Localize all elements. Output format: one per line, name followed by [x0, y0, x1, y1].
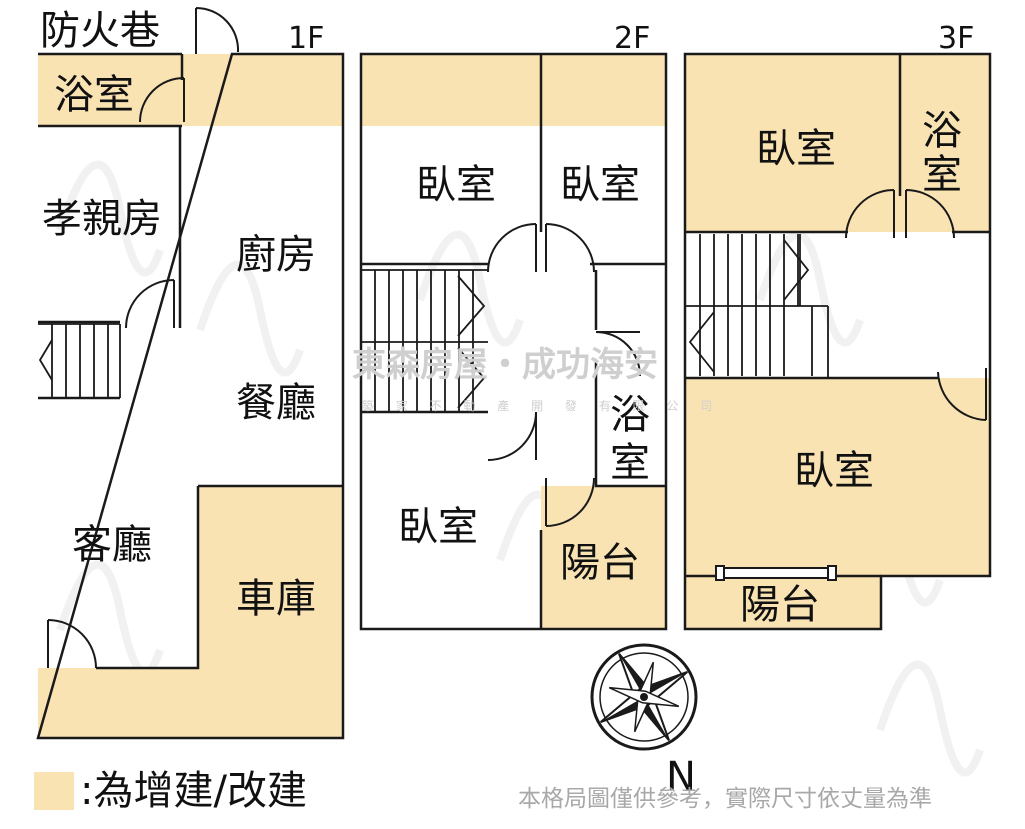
wall-1f-outer [36, 52, 345, 740]
room-dining: 餐廳 [236, 380, 316, 426]
balcony-3f-fill [685, 576, 881, 629]
garage-fill [38, 486, 343, 738]
watermark-company: 東森房屋・成功海安 [352, 345, 658, 385]
room-2f-bedroom-b: 臥室 [560, 162, 640, 208]
room-2f-bath-char1: 浴 [610, 392, 650, 438]
floor-label-2f: 2F [614, 21, 650, 56]
window-3f-balcony [719, 567, 833, 579]
room-3f-bath-char2: 室 [922, 152, 962, 198]
room-3f-balcony: 陽台 [740, 582, 820, 628]
legend-text: :為增建/改建 [80, 768, 307, 814]
floor-label-3f: 3F [938, 21, 974, 56]
room-2f-bedroom-c: 臥室 [398, 504, 478, 550]
legend-swatch [34, 772, 74, 810]
stairs-3f [685, 234, 829, 378]
door-2f-bedroom-b [545, 223, 595, 273]
watermark: 東森房屋・成功海安 築 家 不 動 產 開 發 有 限 公 司 [352, 345, 721, 413]
wall-garage [96, 484, 343, 670]
bath-1f-fill [38, 54, 182, 126]
room-3f-bedroom-b: 臥室 [794, 448, 874, 494]
door-3f-bedroom-b [937, 368, 987, 421]
room-living: 客廳 [72, 522, 152, 568]
room-2f-bath-char2: 室 [610, 440, 650, 486]
floor-1f: 防火巷 1F 浴室 孝親房 廚房 餐廳 客廳 車庫 [36, 6, 345, 740]
door-entrance [47, 619, 97, 669]
door-alley [195, 6, 240, 54]
room-3f-bath-char1: 浴 [922, 108, 962, 154]
door-bath-1f [139, 77, 185, 123]
bath-3f-fill [900, 54, 990, 232]
fire-alley-label: 防火巷 [40, 8, 160, 54]
stairs-2f [361, 269, 488, 413]
bedroom-3f-b-fill [685, 378, 990, 576]
bedroom-3f-a-fill [685, 54, 900, 232]
door-2f-bedroom-a [487, 223, 537, 273]
room-kitchen: 廚房 [236, 232, 316, 278]
stairs-1f [38, 323, 121, 398]
door-3f-bedroom-a [845, 189, 895, 239]
front-addition-2f-fill [361, 54, 666, 126]
door-3f-bath [905, 189, 955, 239]
door-2f-bath [595, 331, 641, 377]
room-3f-bedroom-a: 臥室 [756, 126, 836, 172]
room-2f-balcony: 陽台 [560, 540, 640, 586]
disclaimer-note: 本格局圖僅供參考，實際尺寸依丈量為準 [518, 786, 932, 812]
floor-3f: 3F 臥室 浴 室 臥室 陽台 [683, 21, 992, 631]
floor-2f: 2F 臥室 臥室 浴 室 臥室 陽台 [359, 21, 668, 631]
door-2f-balcony [545, 477, 595, 527]
balcony-2f-fill [541, 486, 666, 629]
door-elder-room [125, 279, 175, 329]
compass-rose-icon [590, 643, 698, 751]
room-2f-bedroom-a: 臥室 [416, 162, 496, 208]
floor-label-1f: 1F [288, 21, 324, 56]
room-garage: 車庫 [236, 576, 316, 622]
room-bath-1f: 浴室 [54, 72, 134, 118]
compass-north-label: N [666, 754, 696, 800]
room-elder-bedroom: 孝親房 [42, 196, 162, 242]
wall-2f-bath [594, 270, 666, 488]
door-2f-bedroom-c [487, 411, 537, 461]
watermark-subtitle: 築 家 不 動 產 開 發 有 限 公 司 [362, 398, 721, 413]
alley-addition-fill [182, 54, 343, 126]
